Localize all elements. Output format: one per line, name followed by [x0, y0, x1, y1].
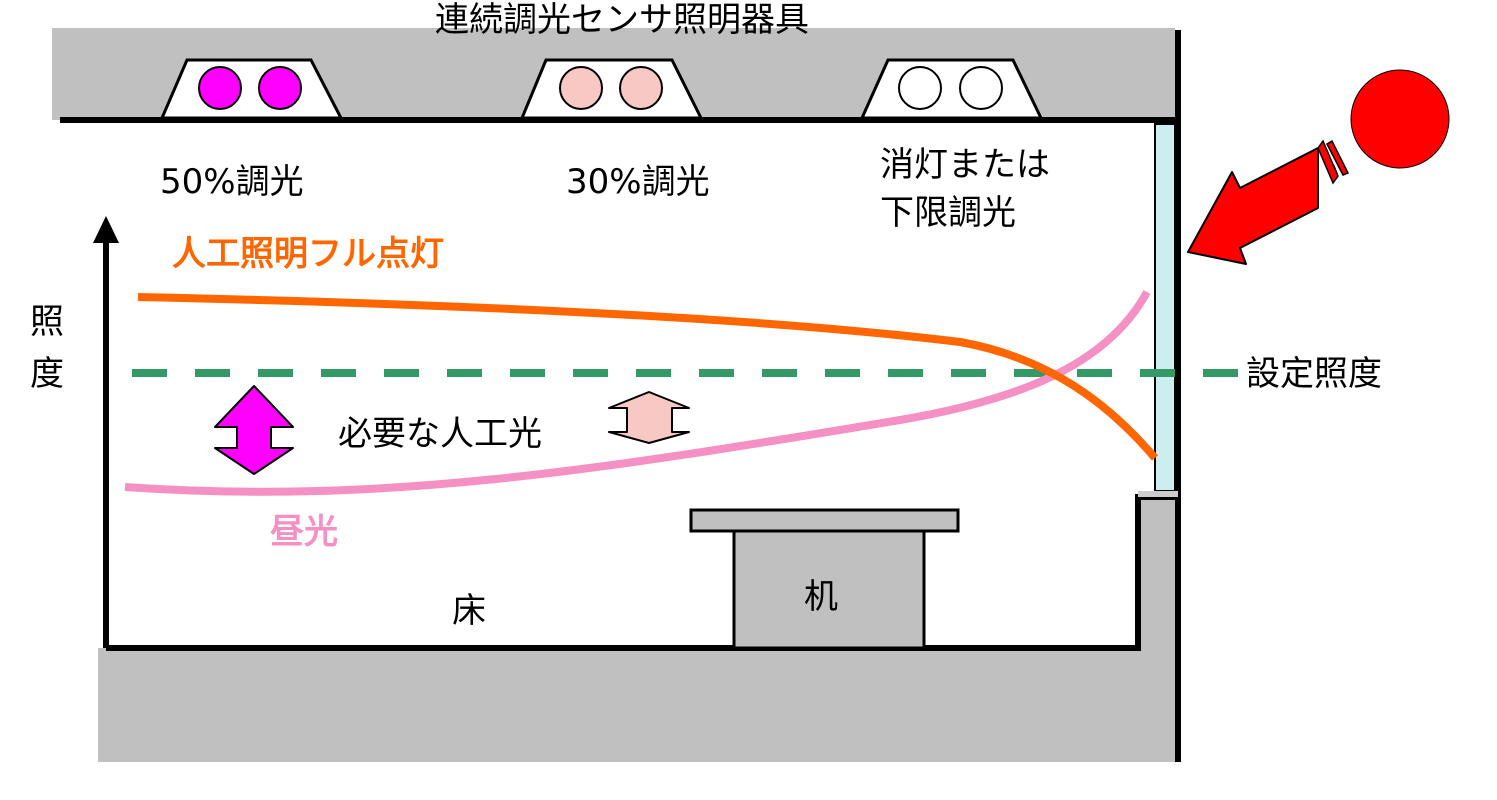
axis-label-line1: 照 — [30, 302, 64, 342]
window-sill — [1138, 491, 1178, 497]
needed-light-arrow-small — [608, 391, 690, 444]
sunlight-arrow-icon — [1187, 139, 1350, 265]
fixture-off — [859, 58, 1044, 120]
fixture-label-off-line1: 消灯または — [880, 145, 1050, 185]
axis-arrowhead — [93, 216, 119, 243]
lamp-bulb — [258, 66, 302, 110]
fixture-label-off-line2: 下限調光 — [880, 193, 1016, 233]
fixture-30-percent — [519, 58, 704, 120]
lamp-bulb — [898, 66, 942, 110]
needed-light-arrow-large — [214, 385, 294, 475]
floor-slab — [98, 497, 1178, 762]
diagram-title: 連続調光センサ照明器具 — [435, 0, 809, 40]
ceiling-lamp-icon — [519, 58, 704, 120]
artificial-light-curve — [137, 293, 1159, 461]
fixture-label-30: 30%調光 — [566, 162, 710, 202]
lamp-bulb — [559, 66, 603, 110]
daylight-curve — [124, 290, 1151, 496]
fixture-50-percent — [159, 58, 344, 120]
setpoint-label: 設定照度 — [1246, 354, 1382, 394]
daylight-label: 昼光 — [270, 512, 338, 552]
fixture-label-50: 50%調光 — [160, 162, 304, 202]
desk-top — [689, 508, 960, 533]
lamp-bulb — [959, 66, 1003, 110]
floor-line — [106, 494, 1178, 651]
desk-body — [732, 529, 926, 650]
ceiling-lamp-icon — [159, 58, 344, 120]
floor-label: 床 — [452, 591, 486, 631]
lamp-bulb — [198, 66, 242, 110]
lamp-bulb — [619, 66, 663, 110]
axis-label-line2: 度 — [30, 354, 64, 394]
sun-icon — [1350, 69, 1450, 169]
artificial-light-label: 人工照明フル点灯 — [172, 234, 444, 274]
needed-light-label: 必要な人工光 — [338, 414, 542, 454]
desk-label: 机 — [804, 577, 838, 617]
ceiling-lamp-icon — [859, 58, 1044, 120]
window-glass — [1154, 123, 1176, 492]
